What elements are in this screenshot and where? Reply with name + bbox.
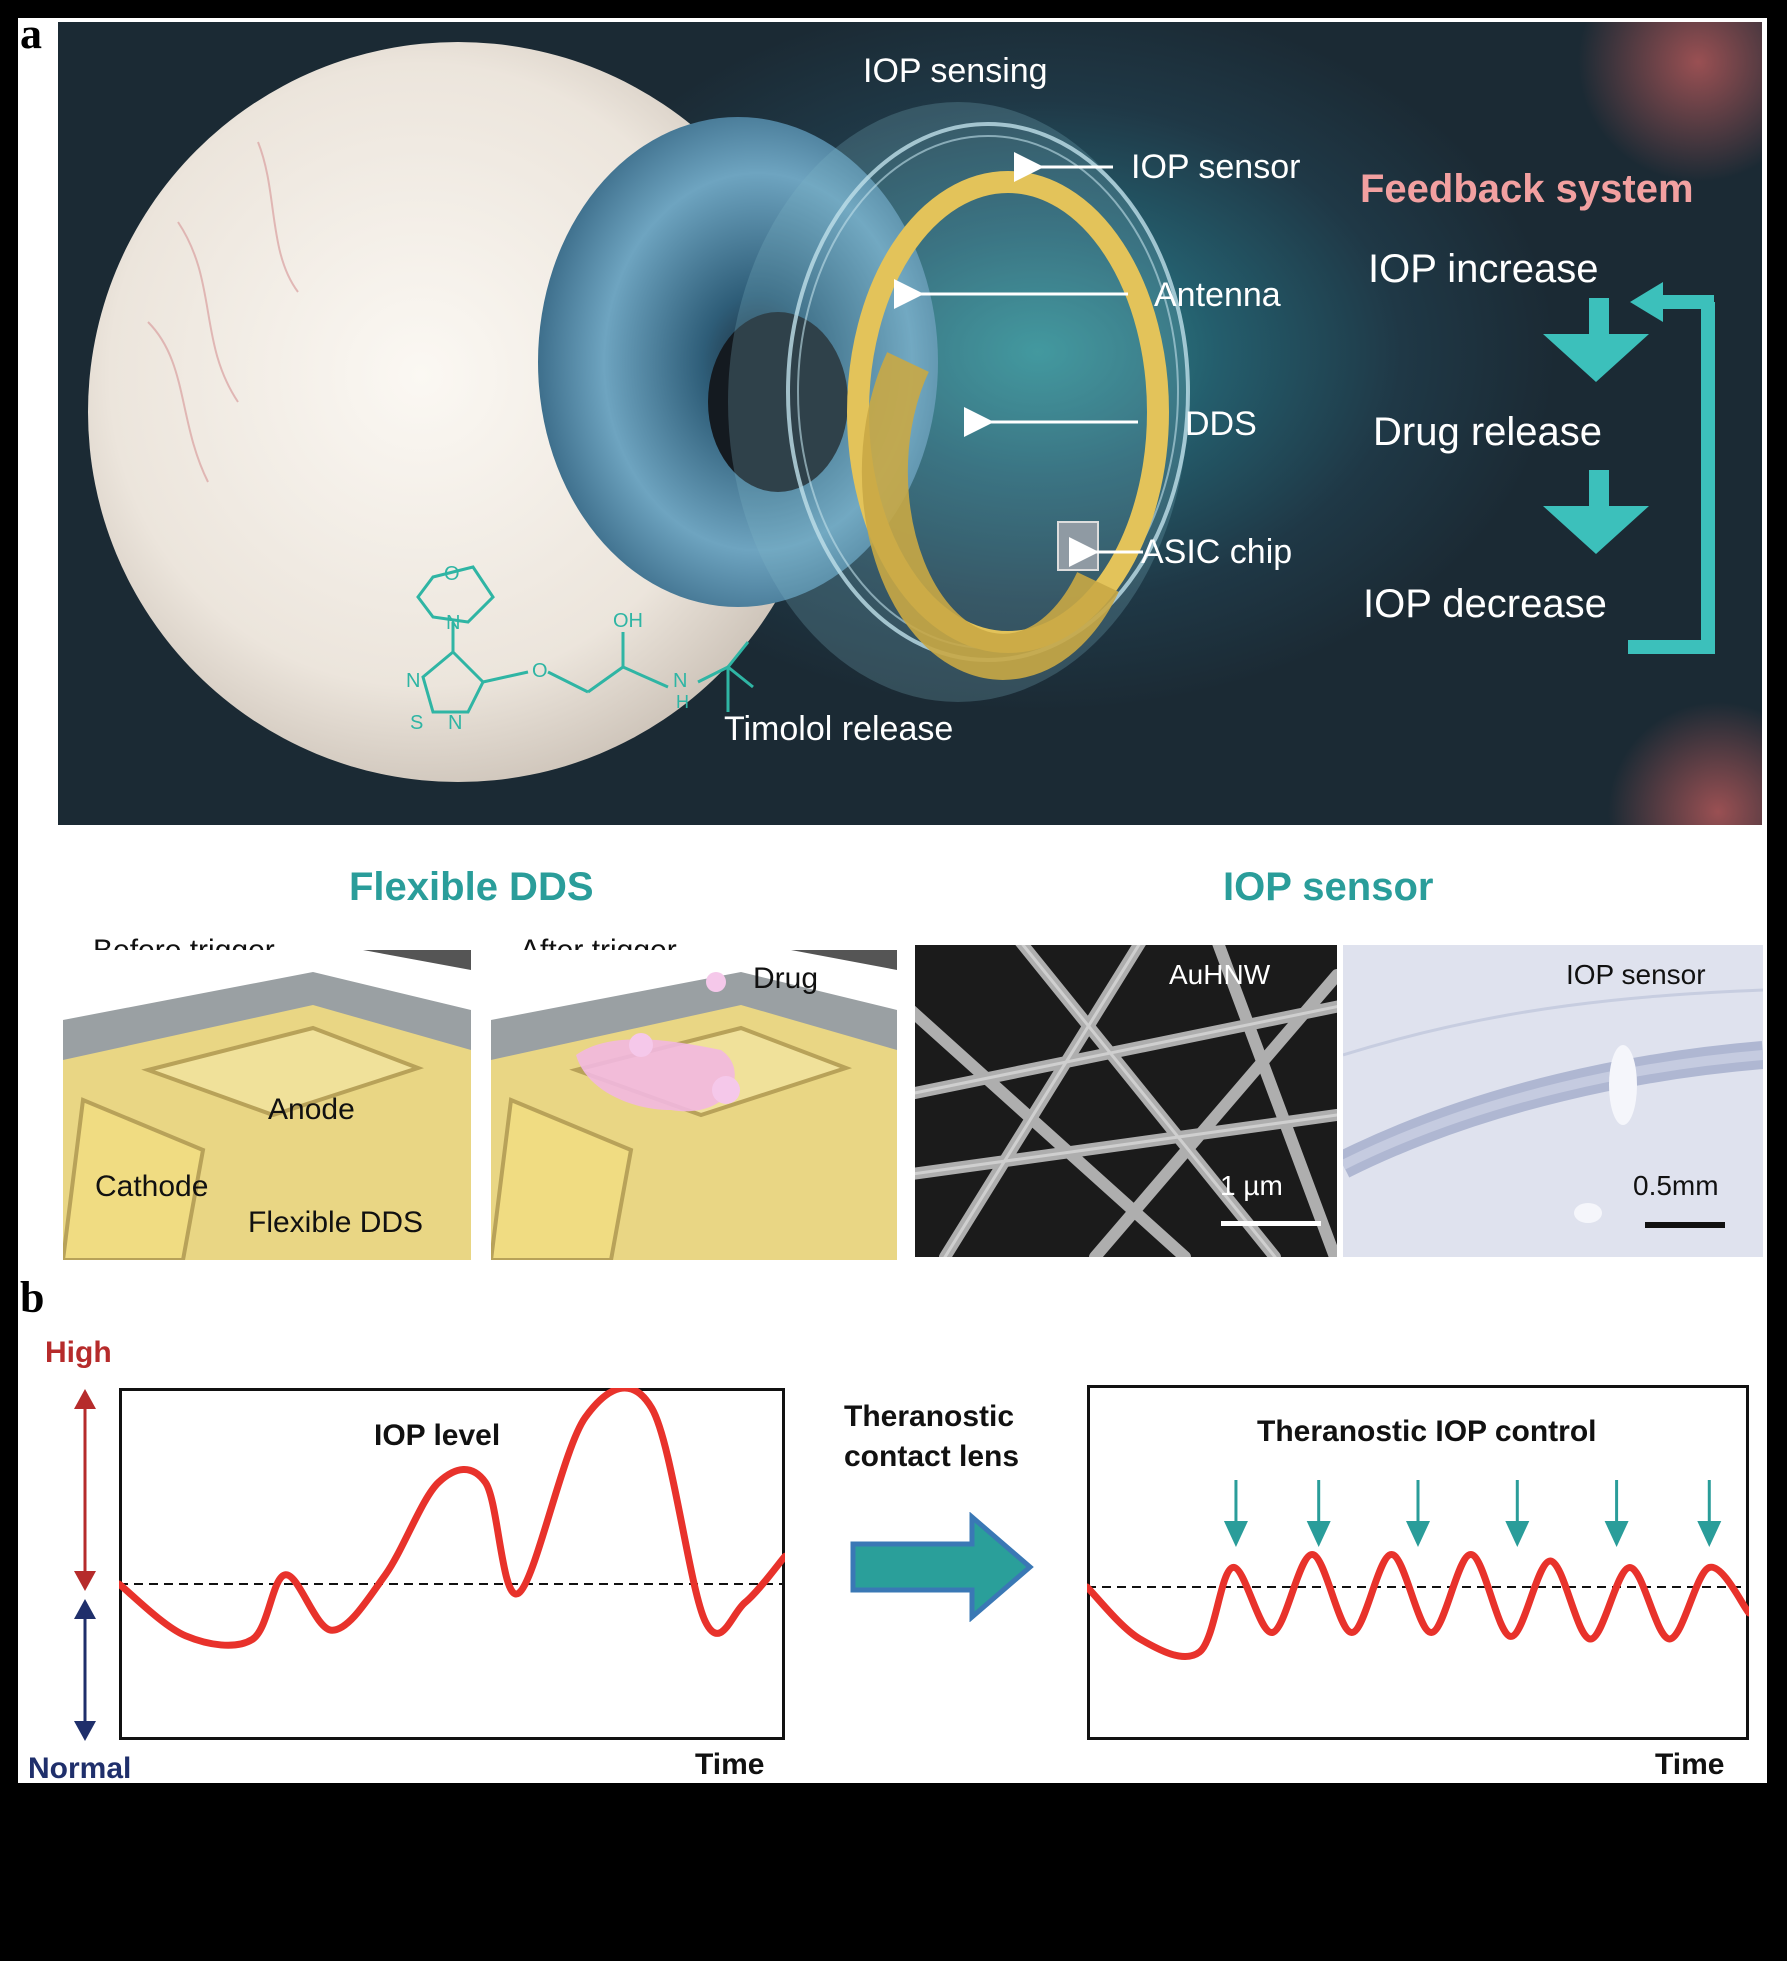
tile-before-trigger: Anode Cathode Flexible DDS [63, 950, 471, 1260]
chart-theranostic-control [1087, 1385, 1749, 1740]
label-flexible-dds: Flexible DDS [248, 1206, 424, 1239]
drug-release-marker-icon [1306, 1480, 1331, 1547]
scale-bar-1um [1221, 1221, 1321, 1226]
dds-after-illustration [491, 950, 897, 1260]
feedback-step-drug-release: Drug release [1373, 410, 1603, 454]
up-arrow-icon [74, 1389, 96, 1409]
mol-atom-s: S [410, 712, 424, 734]
mol-atom-n-ts2: N [448, 712, 463, 734]
eye-lens-illustration [88, 22, 1762, 825]
down-arrow-icon [1543, 298, 1649, 382]
tile-iop-sensor-photo: IOP sensor 0.5mm [1343, 945, 1763, 1257]
eye-scene: O N O OH N H N S N IOP sensing IOP senso… [58, 22, 1762, 825]
down-arrow-icon [74, 1721, 96, 1741]
mol-atom-o-ring: O [444, 563, 460, 585]
high-normal-scale [74, 1389, 96, 1741]
down-arrow-icon [74, 1571, 96, 1591]
down-arrow-icon [1543, 470, 1649, 554]
timolol-molecule [416, 565, 754, 714]
mol-atom-o-link: O [532, 660, 548, 682]
iop-curve-series [119, 1388, 785, 1649]
drug-release-marker-icon [1697, 1480, 1722, 1547]
mol-atom-n-amine: N [673, 670, 688, 692]
auhnw-sem-image [915, 945, 1337, 1257]
mol-atom-oh: OH [613, 610, 643, 632]
label-auhnw: AuHNW [1169, 959, 1271, 990]
label-anode: Anode [268, 1093, 355, 1126]
chart-left-xlabel: Time [695, 1748, 765, 1781]
feedback-step-iop-decrease: IOP decrease [1363, 582, 1607, 626]
label-scale-1um: 1 µm [1220, 1170, 1283, 1201]
theranostic-arrow-icon [850, 1512, 1034, 1622]
drug-release-marker-icon [1223, 1480, 1248, 1547]
loop-arrowhead-icon [1630, 282, 1663, 322]
up-arrow-icon [74, 1599, 96, 1619]
chart-frame [1087, 1385, 1749, 1740]
controlled-iop-curve-series [1087, 1550, 1749, 1660]
mol-atom-n-ring: N [446, 612, 461, 634]
label-antenna: Antenna [1154, 276, 1281, 314]
drug-release-marker-icon [1505, 1480, 1530, 1547]
mol-atom-h: H [676, 692, 689, 712]
panel-letter-a: a [20, 9, 42, 58]
chart-right-title: Theranostic IOP control [1257, 1415, 1597, 1448]
label-cathode: Cathode [95, 1170, 209, 1203]
iop-sensor-photo [1343, 945, 1763, 1257]
dds-before-illustration [63, 950, 471, 1260]
feedback-step-iop-increase: IOP increase [1368, 247, 1599, 291]
arrow-text-line1: Theranostic [844, 1400, 1015, 1433]
label-dds: DDS [1185, 405, 1257, 443]
label-iop-sensor-photo: IOP sensor [1566, 959, 1706, 990]
label-iop-sensing: IOP sensing [863, 52, 1048, 90]
label-normal: Normal [28, 1752, 132, 1785]
chart-left-title: IOP level [374, 1419, 501, 1452]
chart-frame [119, 1388, 785, 1740]
chart-right-xlabel: Time [1655, 1748, 1725, 1781]
anode-electrode [141, 1025, 425, 1118]
panel-letter-b: b [20, 1273, 45, 1322]
released-drug [576, 1039, 735, 1112]
arrow-text-line2: contact lens [844, 1440, 1020, 1473]
pupil [708, 312, 848, 492]
mol-atom-n-ts1: N [406, 670, 421, 692]
label-high: High [45, 1336, 112, 1369]
asic-chip [1057, 521, 1099, 571]
scale-bar-05mm [1645, 1222, 1725, 1228]
label-scale-05mm: 0.5mm [1633, 1170, 1719, 1201]
label-drug: Drug [753, 962, 819, 995]
flexible-dds-title: Flexible DDS [349, 865, 594, 909]
tile-after-trigger: Drug [491, 950, 897, 1260]
tile-auhnw-sem: AuHNW 1 µm [915, 945, 1337, 1257]
chart-iop-level [119, 1388, 785, 1740]
drug-release-marker-icon [1406, 1480, 1430, 1547]
iop-sensor-title: IOP sensor [1223, 865, 1434, 909]
dds-electrodes [861, 352, 1119, 680]
drug-bubble-icon [706, 972, 726, 992]
label-iop-sensor: IOP sensor [1131, 148, 1301, 186]
drug-release-marker-icon [1604, 1480, 1629, 1547]
feedback-loop-arrows [1543, 282, 1715, 654]
cathode-electrode [63, 1097, 206, 1260]
feedback-title: Feedback system [1360, 167, 1694, 211]
label-asic-chip: ASIC chip [1141, 533, 1293, 571]
label-timolol-release: Timolol release [724, 710, 954, 748]
